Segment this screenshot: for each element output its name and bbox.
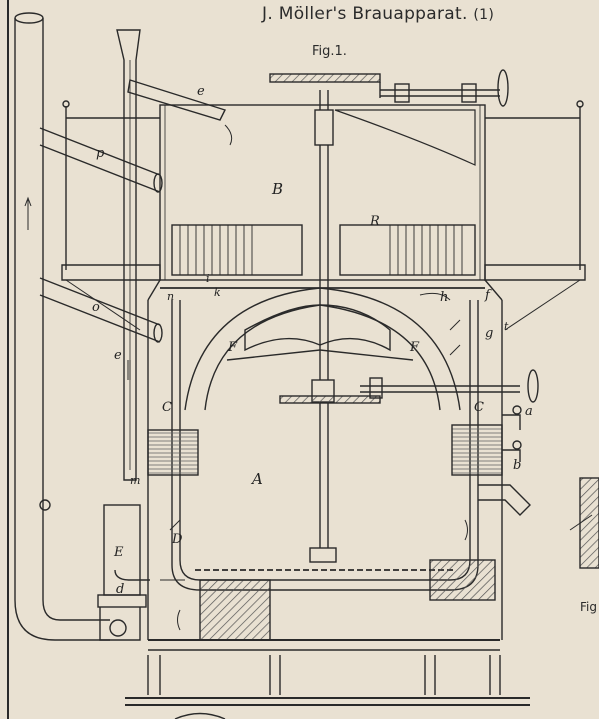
label-D: D	[172, 532, 183, 547]
label-k: k	[214, 286, 221, 299]
label-B: B	[272, 180, 284, 198]
label-e-top: e	[197, 84, 205, 99]
partial-figure-2	[569, 477, 599, 569]
label-n: n	[167, 290, 175, 303]
lower-gear	[279, 369, 539, 404]
flow-arrows	[129, 124, 468, 631]
label-C-left: C	[162, 400, 172, 415]
label-b: b	[513, 458, 522, 473]
label-C-right: C	[474, 400, 484, 415]
heating-grate-R	[171, 224, 476, 276]
taps	[478, 405, 531, 516]
label-a: a	[525, 404, 533, 419]
label-d: d	[116, 582, 125, 597]
stirrer-shaft	[309, 90, 337, 563]
figure-2-partial-label: Fig	[580, 600, 597, 614]
label-o: o	[92, 300, 100, 315]
vapor-pipe-e	[116, 29, 141, 481]
dome-frame-F	[160, 287, 485, 411]
label-g: g	[485, 326, 494, 341]
figure-label: Fig.1.	[312, 44, 347, 59]
water-jacket-left	[147, 429, 199, 476]
upper-vessel-B	[61, 79, 586, 331]
label-R: R	[370, 214, 380, 229]
bottom-wheel-arc	[174, 712, 226, 719]
label-i: i	[206, 272, 210, 285]
label-h: h	[440, 290, 449, 305]
water-jacket-right	[451, 424, 503, 476]
outer-casing	[147, 279, 503, 640]
label-m: m	[130, 474, 141, 487]
label-E: E	[114, 545, 124, 560]
plate-title: J. Möller's Brauapparat. (1)	[262, 4, 495, 24]
slanted-pipes	[39, 127, 163, 343]
furnace-base	[125, 559, 530, 706]
top-gear	[269, 69, 509, 166]
pump-E	[97, 504, 150, 641]
tall-vent-pipe	[14, 12, 110, 641]
label-F-right: F	[410, 340, 420, 355]
label-t: t	[504, 320, 509, 333]
label-A: A	[252, 470, 263, 488]
label-e-pipe: e	[114, 348, 122, 363]
label-F-left: F	[228, 340, 238, 355]
label-f: f	[485, 288, 490, 303]
label-p: p	[96, 146, 105, 161]
